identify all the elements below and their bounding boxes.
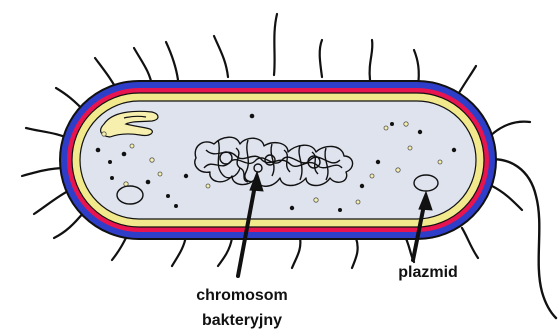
plasmid-label: plazmid [398,264,458,281]
chromosome-label-line1: chromosom [196,287,288,304]
inclusion-body [117,186,143,204]
pilus [54,212,84,238]
pilus [292,238,300,268]
pilus [462,228,478,258]
pilus [214,36,228,77]
chromosome-label-line2: bakteryjny [202,312,282,329]
plasmid [414,175,438,191]
pilus [218,238,232,266]
flagellum [486,159,556,318]
pilus [172,236,186,266]
pilus [166,42,178,80]
pilus [22,168,66,176]
pilus [488,122,530,138]
pilus [492,186,522,210]
pilus [370,40,373,80]
pilus [320,40,322,77]
pilus [352,238,358,268]
pilus [34,190,70,214]
pilus [274,14,277,75]
